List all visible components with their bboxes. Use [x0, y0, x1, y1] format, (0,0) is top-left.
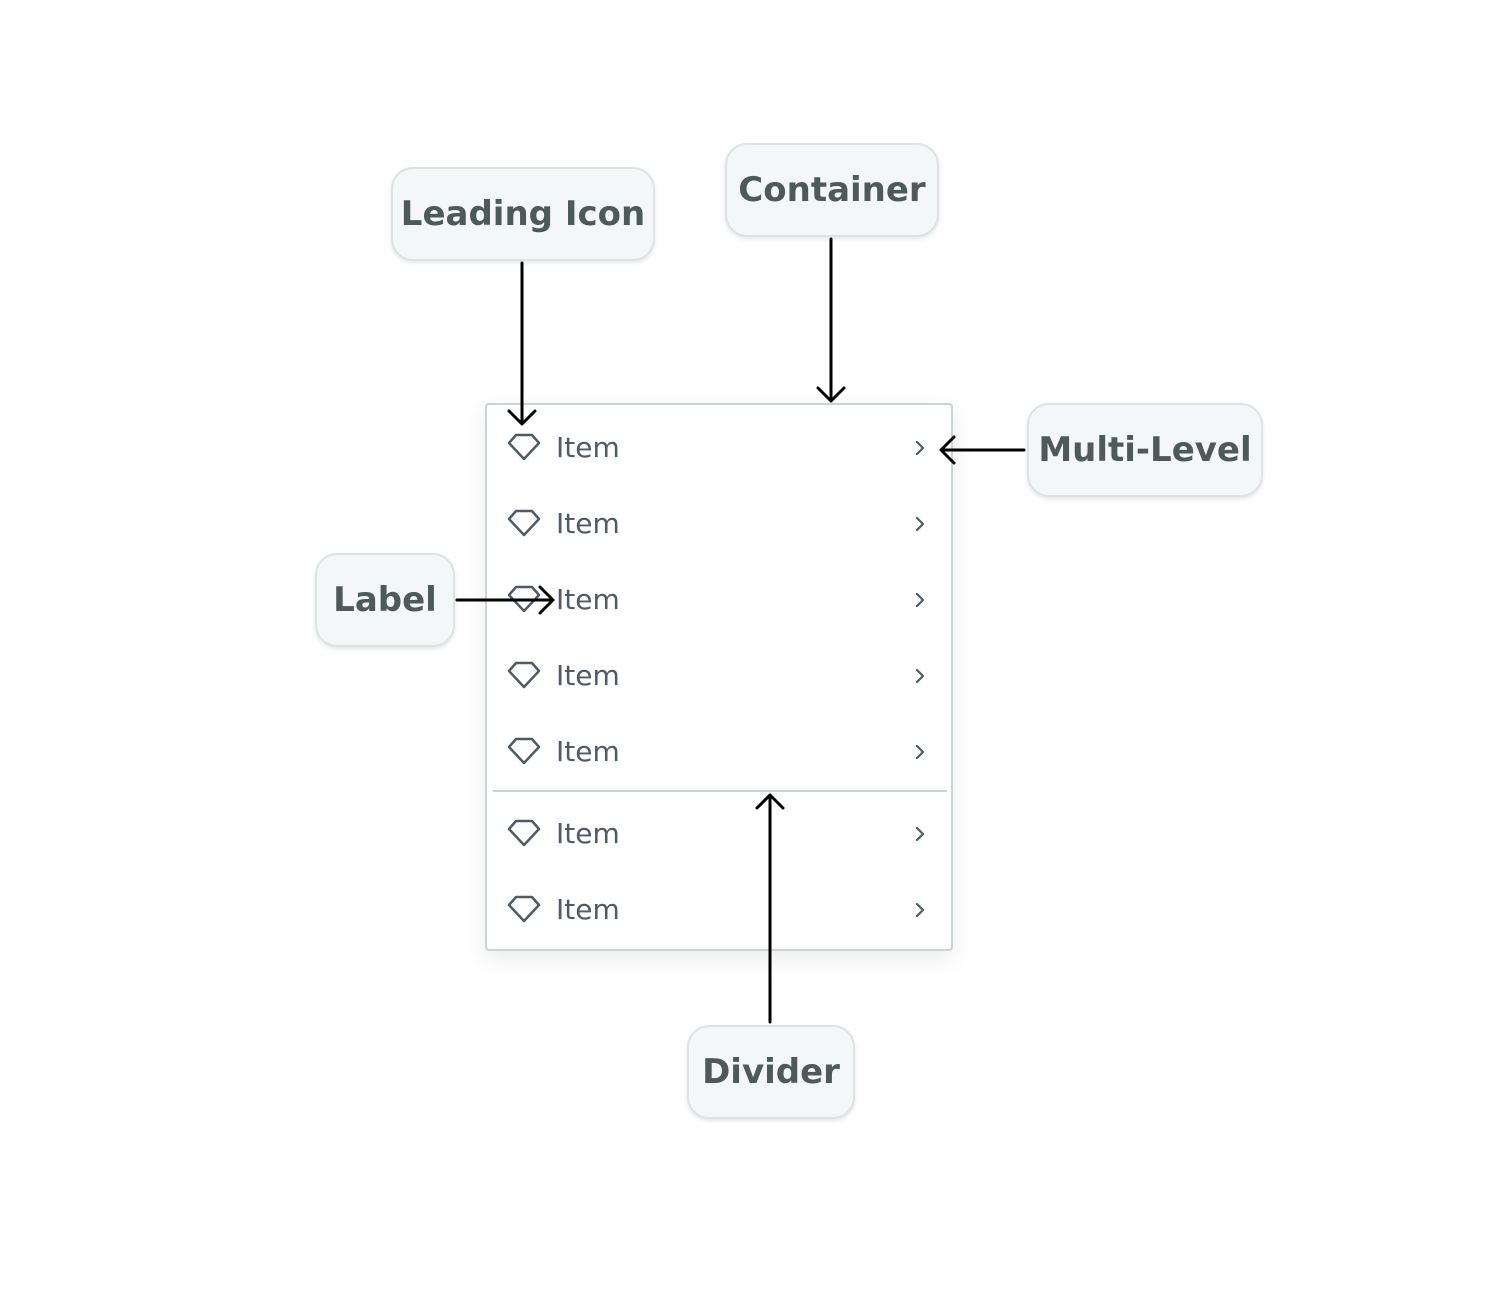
menu-item-label: Item: [556, 583, 620, 616]
callout-multi-level: Multi-Level: [1027, 403, 1263, 497]
arrow-multi-level: [939, 435, 1026, 465]
callout-container: Container: [725, 143, 939, 237]
menu-item-label: Item: [556, 893, 620, 926]
diamond-icon: [507, 737, 541, 765]
menu-item[interactable]: Item: [487, 562, 951, 638]
menu-item-label: Item: [556, 735, 620, 768]
menu-item[interactable]: Item: [487, 796, 951, 872]
chevron-right-icon: [915, 592, 925, 608]
menu-item-label: Item: [556, 507, 620, 540]
menu-container: Item Item Item: [485, 403, 953, 951]
chevron-right-icon: [915, 744, 925, 760]
callout-leading-icon: Leading Icon: [391, 167, 655, 261]
menu-divider: [493, 790, 947, 792]
menu-item[interactable]: Item: [487, 714, 951, 790]
chevron-right-icon: [915, 826, 925, 842]
chevron-right-icon: [915, 668, 925, 684]
menu-item-label: Item: [556, 659, 620, 692]
menu-item[interactable]: Item: [487, 486, 951, 562]
callout-label: Label: [315, 553, 455, 647]
diamond-icon: [507, 585, 541, 613]
callout-divider: Divider: [687, 1025, 855, 1119]
chevron-right-icon: [915, 516, 925, 532]
menu-item[interactable]: Item: [487, 638, 951, 714]
chevron-right-icon: [915, 902, 925, 918]
diamond-icon: [507, 819, 541, 847]
diamond-icon: [507, 509, 541, 537]
diamond-icon: [507, 895, 541, 923]
arrow-container: [816, 237, 846, 403]
menu-item-label: Item: [556, 817, 620, 850]
menu-item-label: Item: [556, 431, 620, 464]
diamond-icon: [507, 661, 541, 689]
chevron-right-icon: [915, 440, 925, 456]
arrow-leading-icon: [507, 261, 537, 426]
menu-item[interactable]: Item: [487, 872, 951, 948]
diamond-icon: [507, 433, 541, 461]
menu-item[interactable]: Item: [487, 410, 951, 486]
